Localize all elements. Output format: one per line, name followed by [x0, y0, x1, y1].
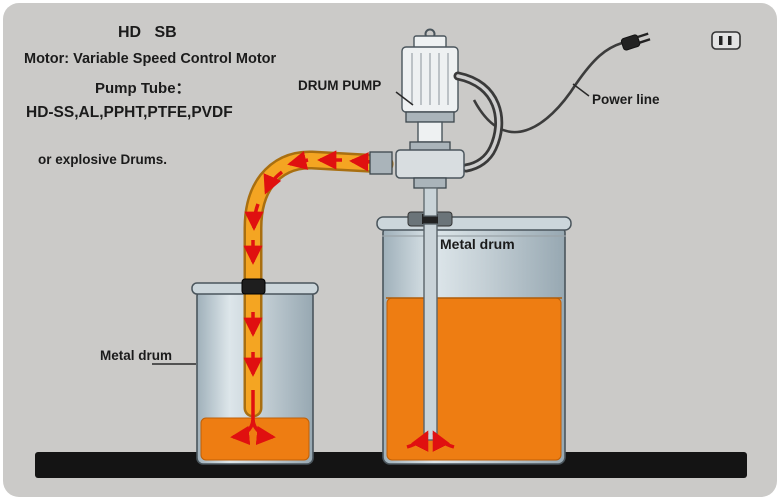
- drum-pump-label: DRUM PUMP: [298, 78, 381, 93]
- drums-note: or explosive Drums.: [38, 152, 167, 167]
- small-drum-label: Metal drum: [100, 348, 172, 363]
- large-drum-liquid: [386, 297, 562, 461]
- small-drum-bung: [241, 278, 266, 295]
- labels: HD SB Motor: Variable Speed Control Moto…: [24, 24, 660, 365]
- outlet-icon: [711, 31, 741, 50]
- drum-pump-leader: [395, 91, 414, 106]
- large-drum-lid: [376, 216, 572, 231]
- large-metal-drum: [376, 216, 572, 465]
- model-label: HD SB: [118, 24, 177, 41]
- pump-tube-heading: Pump Tube：: [95, 80, 191, 97]
- power-line-leader: [572, 83, 590, 97]
- suction-arrow-left: [406, 430, 429, 452]
- split-arrow-right: [251, 419, 276, 446]
- suction-tube: [406, 211, 455, 452]
- flow-arrows: [230, 150, 375, 446]
- suction-arrow-right: [432, 430, 455, 452]
- drum-pump-icon: [369, 28, 504, 217]
- large-drum-label: Metal drum: [440, 236, 515, 252]
- small-drum-liquid: [200, 417, 310, 461]
- power-line-label: Power line: [592, 92, 660, 107]
- pump-tube-materials: HD-SS,AL,PPHT,PTFE,PVDF: [26, 104, 233, 121]
- plug-icon: [620, 32, 651, 51]
- pump-outlet: [369, 151, 393, 175]
- pump-head: [395, 149, 465, 179]
- motor-label: Motor: Variable Speed Control Motor: [24, 51, 277, 67]
